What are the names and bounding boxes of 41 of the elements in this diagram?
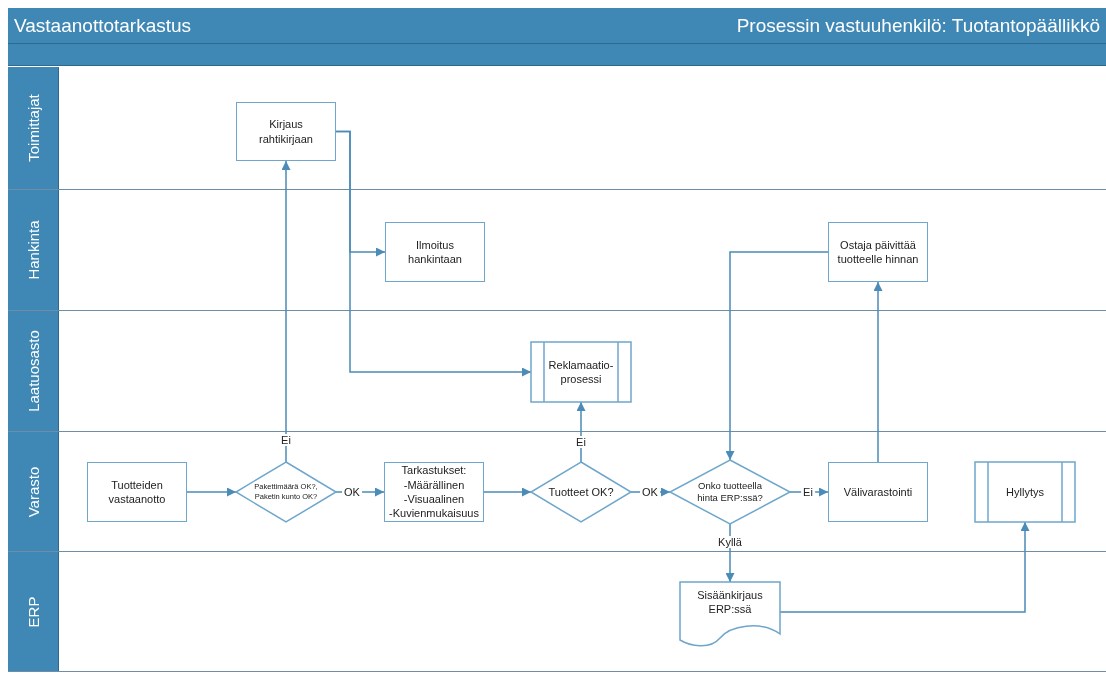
- edge-label: OK: [640, 486, 660, 498]
- edge-label: Ei: [279, 434, 293, 446]
- process-box: [236, 102, 336, 161]
- process-owner-label: Prosessin vastuuhenkilö: Tuotantopäällikkö: [736, 15, 1100, 37]
- lane-label: Toimittajat: [24, 94, 42, 162]
- node-text: Ostaja päivittää tuotteelle hinnan: [836, 237, 920, 267]
- process-box: [828, 462, 928, 522]
- node-text: Hyllytys: [1006, 484, 1044, 500]
- edge-label: Ei: [801, 486, 815, 498]
- node-text: Tuotteiden vastaanotto: [107, 477, 167, 507]
- arrow: [483, 487, 532, 497]
- arrow: [335, 130, 532, 377]
- lane-label: Laatuosasto: [24, 330, 42, 412]
- node-text: Sisäänkirjaus ERP:ssä: [696, 588, 764, 617]
- diagram-title: Vastaanottotarkastus: [14, 15, 192, 37]
- process-box: [87, 462, 187, 522]
- swimlane: [8, 311, 1106, 432]
- node-text: Tarkastukset: -Määrällinen -Visuaalinen -Kuvienmukaisuus: [388, 463, 480, 521]
- arrow: [576, 401, 586, 463]
- edge-label: Kyllä: [716, 536, 744, 548]
- lane-label: ERP: [24, 596, 42, 627]
- swimlane: [8, 432, 1106, 552]
- node-text: Kirjaus rahtikirjaan: [258, 117, 314, 146]
- process-box: [385, 222, 485, 282]
- node-text: Välivarastointi: [843, 484, 913, 500]
- process-box: [828, 222, 928, 282]
- lane-label: Varasto: [24, 466, 42, 517]
- arrow: [186, 487, 237, 497]
- swimlane: [8, 190, 1106, 311]
- arrow: [725, 251, 829, 461]
- edge-label: OK: [342, 486, 362, 498]
- node-text: Ilmoitus hankintaan: [407, 237, 463, 267]
- swimlane: [8, 67, 1106, 190]
- lane-label: Hankinta: [24, 220, 42, 280]
- edge-label: Ei: [574, 436, 588, 448]
- node-text: Onko tuotteella hinta ERP:ssä?: [696, 479, 764, 505]
- swimlane: [8, 552, 1106, 672]
- arrow: [873, 281, 883, 463]
- node-text: Reklamaatio- prosessi: [547, 357, 615, 387]
- node-text: Tuotteet OK?: [548, 484, 614, 500]
- arrow: [281, 160, 291, 463]
